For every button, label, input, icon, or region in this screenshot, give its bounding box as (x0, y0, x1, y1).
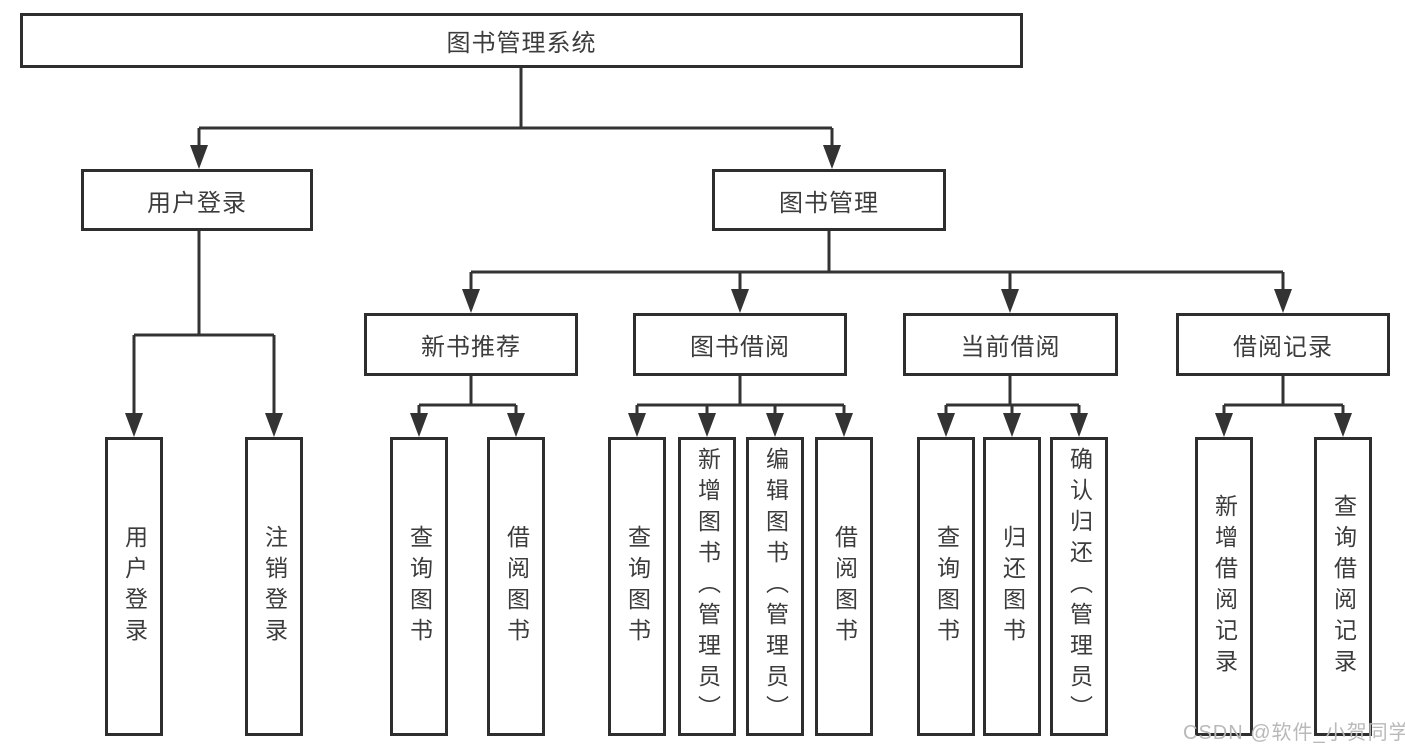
arrowhead-icon (937, 413, 955, 437)
node-borrow-records: 借阅记录 (1176, 313, 1390, 376)
arrowhead-icon (1274, 289, 1292, 313)
arrowhead-icon (1003, 413, 1021, 437)
node-label: 当前借阅 (960, 334, 1061, 361)
leaf-return-books: 归还图书 (983, 437, 1041, 736)
arrowhead-icon (507, 413, 525, 437)
node-label: 查询图书 (933, 524, 960, 649)
connector-book-borrow-group (628, 376, 853, 437)
node-current-borrow: 当前借阅 (903, 313, 1118, 376)
leaf-confirm-return-admin: 确认归还（管理员） (1050, 437, 1108, 736)
arrowhead-icon (698, 413, 716, 437)
connector-new-book-group (410, 376, 525, 437)
node-new-book-recommend: 新书推荐 (364, 313, 578, 376)
node-label: 查询图书 (624, 524, 651, 649)
node-label: 借阅图书 (831, 524, 858, 649)
leaf-query-borrow-record: 查询借阅记录 (1314, 437, 1372, 736)
node-label: 图书借阅 (690, 334, 790, 361)
arrowhead-icon (628, 413, 646, 437)
node-label: 图书管理 (779, 189, 879, 217)
node-library-management-system: 图书管理系统 (20, 13, 1023, 68)
leaf-user-login: 用户登录 (105, 437, 163, 736)
leaf-edit-books-admin: 编辑图书（管理员） (746, 437, 804, 736)
arrowhead-icon (823, 145, 841, 169)
arrowhead-icon (410, 413, 428, 437)
connector-borrow-records-group (1215, 376, 1352, 437)
node-label: 查询借阅记录 (1330, 493, 1357, 680)
node-label: 查询图书 (406, 524, 433, 649)
leaf-borrow-books-recommend: 借阅图书 (487, 437, 545, 736)
leaf-logout: 注销登录 (245, 437, 303, 736)
watermark: CSDN @软件_小贺同学 (1183, 722, 1405, 744)
arrowhead-icon (462, 289, 480, 313)
node-label: 新增借阅记录 (1211, 493, 1238, 680)
arrowhead-icon (766, 413, 784, 437)
arrowhead-icon (190, 145, 208, 169)
arrowhead-icon (125, 413, 143, 437)
arrowhead-icon (265, 413, 283, 437)
leaf-query-books-borrow: 查询图书 (608, 437, 666, 736)
node-label: 编辑图书（管理员） (762, 447, 789, 726)
connector-book-management-to-level3 (462, 231, 1292, 313)
arrowhead-icon (1215, 413, 1233, 437)
connector-current-borrow-group (937, 376, 1088, 437)
arrowhead-icon (731, 289, 749, 313)
leaf-query-books-current: 查询图书 (917, 437, 975, 736)
node-label: 图书管理系统 (446, 30, 597, 57)
arrowhead-icon (1334, 413, 1352, 437)
connector-root-to-level2 (190, 65, 841, 169)
leaf-query-books-recommend: 查询图书 (390, 437, 448, 736)
arrowhead-icon (835, 413, 853, 437)
arrowhead-icon (1070, 413, 1088, 437)
node-label: 借阅图书 (503, 524, 530, 649)
node-book-borrow: 图书借阅 (633, 313, 847, 376)
leaf-borrow-books: 借阅图书 (815, 437, 873, 736)
node-label: 用户登录 (147, 189, 247, 217)
node-label: 确认归还（管理员） (1066, 447, 1093, 726)
node-label: 注销登录 (261, 524, 288, 649)
connector-user-login-group (125, 231, 283, 437)
node-user-login: 用户登录 (81, 169, 313, 231)
leaf-add-borrow-record: 新增借阅记录 (1195, 437, 1253, 736)
leaf-add-books-admin: 新增图书（管理员） (678, 437, 736, 736)
node-label: 新增图书（管理员） (694, 447, 721, 726)
node-label: 新书推荐 (421, 334, 521, 361)
node-book-management: 图书管理 (712, 169, 946, 231)
node-label: 借阅记录 (1233, 334, 1333, 361)
node-label: 用户登录 (121, 524, 148, 649)
arrowhead-icon (1001, 289, 1019, 313)
node-label: 归还图书 (999, 524, 1026, 649)
